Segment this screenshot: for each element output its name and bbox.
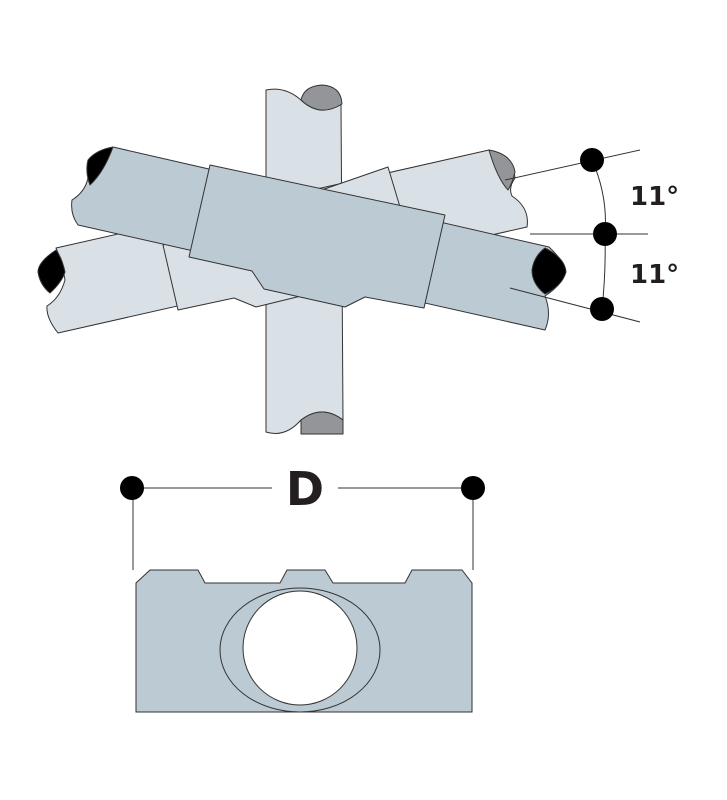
- front-pipe-right-cap: [531, 247, 567, 295]
- vertical-pipe-bottom-cap: [300, 411, 344, 435]
- angle-dot-bottom: [590, 297, 614, 321]
- back-pipe-right-cap: [488, 149, 516, 191]
- dimension-label: D: [286, 462, 324, 516]
- profile-bore: [242, 590, 358, 706]
- vertical-pipe-top-cap: [300, 84, 343, 111]
- back-pipe-left-cap: [37, 249, 66, 294]
- width-dimension: [132, 487, 474, 570]
- width-dot-left: [120, 476, 144, 500]
- profile-ellipse: [219, 587, 381, 713]
- angle-dot-top: [580, 148, 604, 172]
- angle-lower-label: 11°: [630, 260, 679, 290]
- angle-dot-middle: [593, 222, 617, 246]
- angle-upper-label: 11°: [630, 182, 679, 212]
- front-pipe-left-cap: [86, 146, 114, 186]
- front-coupling: [188, 164, 446, 309]
- width-dot-right: [461, 476, 485, 500]
